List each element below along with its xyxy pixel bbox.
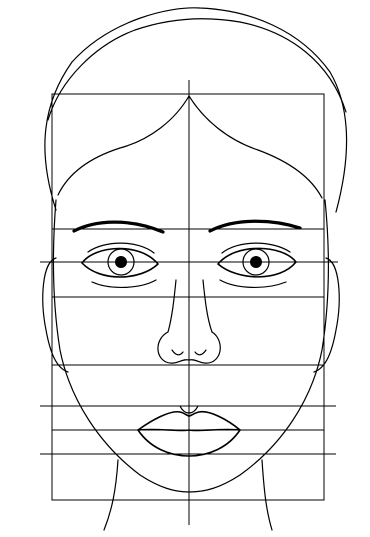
hairline-right	[189, 96, 322, 198]
face-outline-left	[53, 200, 189, 492]
face-outline-right	[189, 200, 328, 492]
neck-left	[104, 460, 118, 530]
hairline-left	[58, 96, 189, 195]
neck-right	[262, 460, 272, 530]
eyebrow-left	[74, 222, 163, 232]
eyebrow-right	[210, 221, 300, 231]
hair-outline	[45, 8, 347, 212]
eye-left	[82, 243, 158, 287]
hair-inner-strand-right	[240, 22, 346, 112]
eye-right	[218, 243, 296, 287]
hair-inner-strand	[48, 19, 240, 120]
